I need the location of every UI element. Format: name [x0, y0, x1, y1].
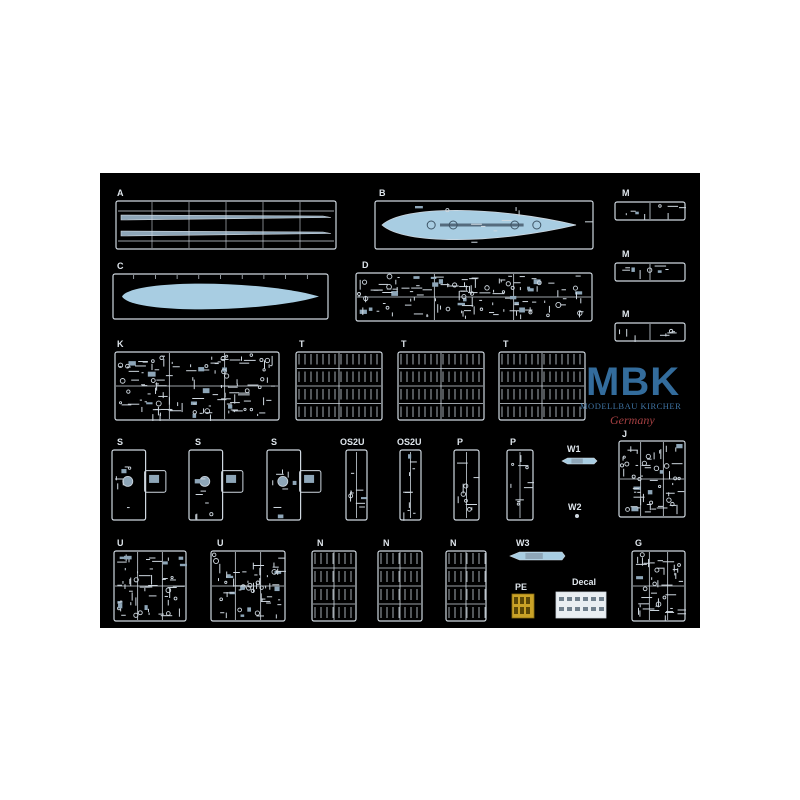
sprue-os2u2-drawing	[399, 449, 422, 521]
sprue-os2u2-label: OS2U	[397, 437, 422, 447]
sprue-t2-label: T	[401, 339, 407, 349]
sheet-pe	[511, 593, 535, 619]
sprue-d	[355, 272, 593, 322]
sprue-a	[115, 200, 337, 250]
sprue-s2	[188, 449, 244, 521]
sprue-b	[374, 200, 594, 250]
sprue-t2-drawing	[397, 351, 485, 421]
sprue-t3	[498, 351, 586, 421]
logo-subtitle: MODELLBAU KIRCHER	[580, 401, 682, 411]
sprue-k-label: K	[117, 339, 124, 349]
mbk-logo: MBK MODELLBAU KIRCHER Germany	[580, 362, 700, 436]
sprue-p1-label: P	[457, 437, 464, 447]
sprue-p1	[453, 449, 480, 521]
sprue-n3	[445, 550, 487, 622]
sprue-k-drawing	[114, 351, 280, 421]
sprue-u1-label: U	[117, 538, 124, 548]
sprue-p2	[506, 449, 534, 521]
sprue-s2-label: S	[195, 437, 202, 447]
sprue-n3-label: N	[450, 538, 457, 548]
sprue-u1	[113, 550, 187, 622]
sprue-n2-label: N	[383, 538, 390, 548]
sprue-c-drawing	[112, 273, 329, 320]
sprue-s2-drawing	[188, 449, 244, 521]
sprue-t1-label: T	[299, 339, 305, 349]
sprue-m1-label: M	[622, 188, 630, 198]
sprue-j	[618, 440, 686, 518]
sprue-p2-label: P	[510, 437, 517, 447]
sprue-p1-drawing	[453, 449, 480, 521]
sprue-s1-label: S	[117, 437, 124, 447]
sprue-m3	[614, 322, 686, 342]
part-w1-drawing	[560, 456, 598, 466]
sprue-m1-drawing	[614, 201, 686, 221]
sprue-s1	[111, 449, 167, 521]
sprue-n1	[311, 550, 357, 622]
sheet-decal-label: Decal	[572, 577, 597, 587]
sprue-g-label: G	[635, 538, 643, 548]
sheet-pe-label: PE	[515, 582, 528, 592]
sprue-m2-label: M	[622, 249, 630, 259]
sprue-s3	[266, 449, 322, 521]
part-w3	[508, 550, 566, 562]
sprue-os2u1-drawing	[345, 449, 368, 521]
sprue-layout-board: A B C D M M M K T T T S S S OS2U OS2U P …	[100, 173, 700, 628]
sheet-pe-drawing	[511, 593, 535, 619]
logo-main-text: MBK	[586, 360, 681, 404]
part-w1-label: W1	[567, 444, 581, 454]
sprue-m2	[614, 262, 686, 282]
part-w2-dot	[575, 514, 579, 518]
sprue-u2	[210, 550, 286, 622]
sprue-t3-drawing	[498, 351, 586, 421]
sprue-d-drawing	[355, 272, 593, 322]
sprue-m3-label: M	[622, 309, 630, 319]
sprue-s3-label: S	[271, 437, 278, 447]
sprue-c-label: C	[117, 261, 124, 271]
sprue-a-label: A	[117, 188, 124, 198]
sprue-g	[631, 550, 686, 622]
sheet-decal-drawing	[555, 591, 607, 619]
sprue-u2-drawing	[210, 550, 286, 622]
part-w2-label: W2	[568, 502, 582, 512]
sprue-u2-label: U	[217, 538, 224, 548]
sprue-s3-drawing	[266, 449, 322, 521]
sprue-n1-label: N	[317, 538, 324, 548]
logo-country: Germany	[610, 413, 655, 427]
sprue-t2	[397, 351, 485, 421]
part-w3-drawing	[508, 550, 566, 562]
part-w3-label: W3	[516, 538, 530, 548]
sprue-t1-drawing	[295, 351, 383, 421]
sprue-a-drawing	[115, 200, 337, 250]
sprue-c	[112, 273, 329, 320]
part-w1	[560, 456, 598, 466]
sprue-k	[114, 351, 280, 421]
sprue-n2-drawing	[377, 550, 423, 622]
sprue-os2u1-label: OS2U	[340, 437, 365, 447]
sprue-t1	[295, 351, 383, 421]
sprue-g-drawing	[631, 550, 686, 622]
sheet-decal	[555, 591, 607, 619]
sprue-j-drawing	[618, 440, 686, 518]
sprue-b-drawing	[374, 200, 594, 250]
sprue-n2	[377, 550, 423, 622]
sprue-d-label: D	[362, 260, 369, 270]
sprue-os2u1	[345, 449, 368, 521]
sprue-t3-label: T	[503, 339, 509, 349]
sprue-m1	[614, 201, 686, 221]
sprue-b-label: B	[379, 188, 386, 198]
sprue-m3-drawing	[614, 322, 686, 342]
sprue-s1-drawing	[111, 449, 167, 521]
sprue-n3-drawing	[445, 550, 487, 622]
sprue-u1-drawing	[113, 550, 187, 622]
sprue-j-label: J	[622, 429, 628, 439]
sprue-os2u2	[399, 449, 422, 521]
sprue-m2-drawing	[614, 262, 686, 282]
sprue-n1-drawing	[311, 550, 357, 622]
sprue-p2-drawing	[506, 449, 534, 521]
